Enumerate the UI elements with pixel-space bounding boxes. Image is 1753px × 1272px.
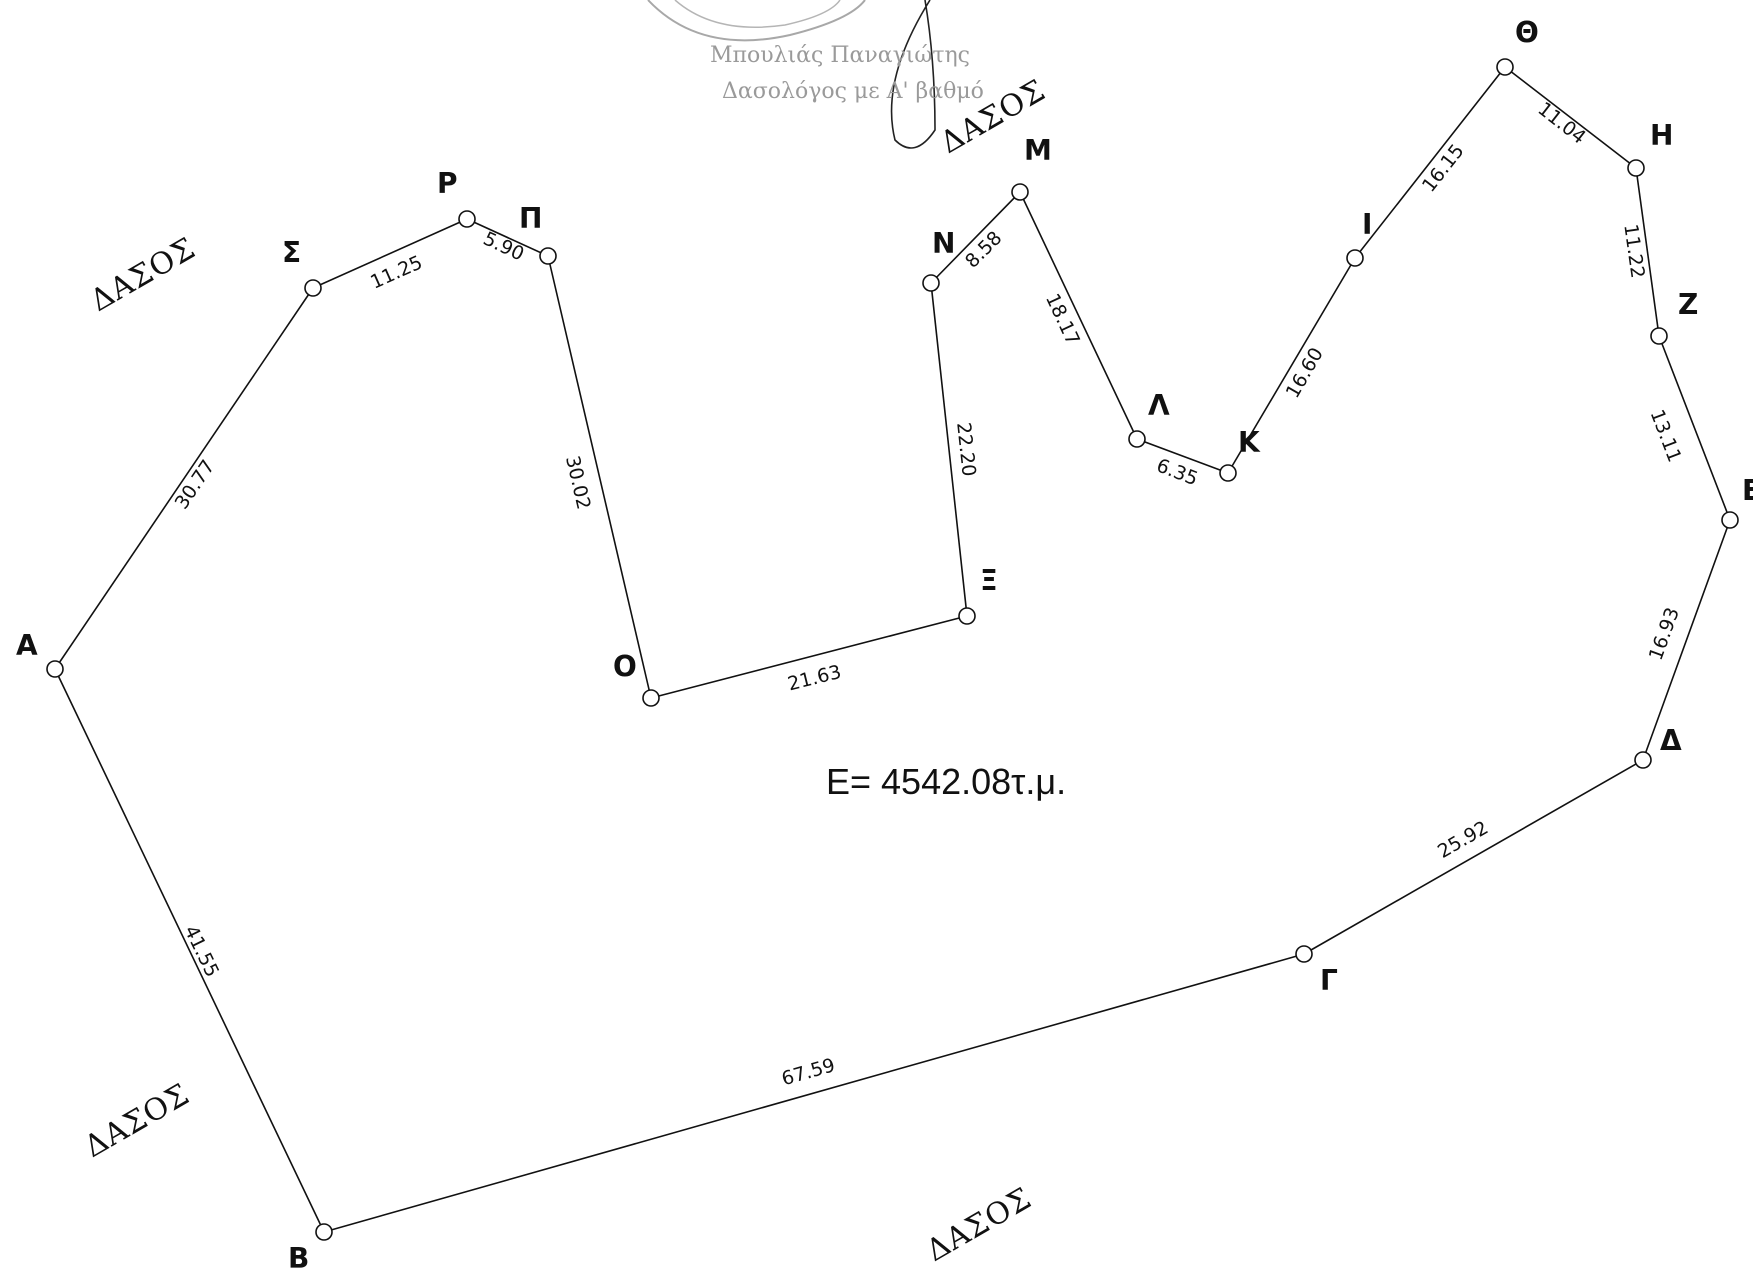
vertex-marker-m — [1011, 183, 1029, 201]
length-g-d: 25.92 — [1434, 817, 1492, 863]
vertex-marker-e — [1721, 511, 1739, 529]
length-b-g: 67.59 — [779, 1054, 837, 1090]
vertex-marker-b — [315, 1223, 333, 1241]
vertex-marker-g — [1295, 945, 1313, 963]
vertex-label-l: Λ — [1148, 389, 1170, 422]
vertex-label-k: Κ — [1238, 426, 1261, 459]
vertex-marker-k — [1219, 464, 1237, 482]
length-m-n: 8.58 — [961, 227, 1006, 272]
vertex-marker-a — [46, 660, 64, 678]
vertex-label-o: Ο — [613, 650, 637, 683]
side-b-g — [323, 953, 1305, 1233]
vertex-marker-s — [304, 279, 322, 297]
vertex-label-h: Η — [1650, 119, 1673, 152]
vertex-label-p: Π — [519, 202, 542, 235]
length-i-k: 16.60 — [1282, 344, 1328, 402]
forest-label-northwest: ΔΑΣΟΣ — [85, 231, 202, 319]
side-a-b — [54, 668, 325, 1233]
side-lengths: 41.55 67.59 25.92 16.93 13.11 11.22 11.0… — [171, 98, 1686, 1090]
vertex-label-s: Σ — [282, 236, 301, 269]
side-k-l — [1136, 438, 1229, 474]
parcel-boundary — [54, 66, 1731, 1233]
vertex-marker-n — [922, 274, 940, 292]
vertex-label-r: Ρ — [437, 167, 458, 200]
length-l-m: 18.17 — [1041, 290, 1084, 349]
length-d-e: 16.93 — [1645, 605, 1684, 664]
forest-label-southwest: ΔΑΣΟΣ — [79, 1077, 196, 1165]
side-h-th — [1504, 66, 1637, 169]
vertex-labels: Α Β Γ Δ Ε Ζ Η Θ Ι Κ Λ Μ Ν Ξ Ο Π Ρ Σ — [16, 16, 1753, 1272]
side-m-n — [930, 191, 1021, 284]
length-r-s: 11.25 — [367, 251, 426, 293]
side-e-z — [1658, 335, 1731, 521]
vertex-label-th: Θ — [1515, 16, 1539, 49]
vertex-marker-p — [539, 247, 557, 265]
stamp-name: Μπουλιάς Παναγιώτης — [710, 43, 970, 68]
vertex-label-d: Δ — [1660, 724, 1682, 757]
vertex-label-z: Ζ — [1678, 288, 1698, 321]
side-g-d — [1303, 759, 1644, 955]
side-r-s — [312, 218, 468, 289]
side-s-a — [54, 287, 314, 670]
side-z-h — [1635, 167, 1660, 337]
vertex-label-e: Ε — [1742, 474, 1753, 507]
side-l-m — [1019, 191, 1138, 440]
vertex-marker-h — [1627, 159, 1645, 177]
side-n-x — [930, 282, 968, 617]
vertex-label-m: Μ — [1024, 134, 1052, 167]
length-n-x: 22.20 — [952, 421, 980, 477]
stamp-seal: Μπουλιάς Παναγιώτης Δασολόγος με Α' βαθμ… — [647, 0, 984, 149]
length-o-p: 30.02 — [561, 454, 595, 512]
side-i-k — [1227, 257, 1356, 474]
length-e-z: 13.11 — [1646, 407, 1686, 466]
side-p-r — [466, 218, 549, 257]
vertex-marker-r — [458, 210, 476, 228]
vertex-marker-z — [1650, 327, 1668, 345]
vertex-markers — [46, 58, 1739, 1241]
area-label: E= 4542.08τ.μ. — [826, 761, 1066, 802]
vertex-marker-l — [1128, 430, 1146, 448]
vertex-label-i: Ι — [1362, 208, 1372, 241]
vertex-label-x: Ξ — [980, 564, 998, 597]
length-x-o: 21.63 — [785, 661, 843, 696]
side-o-p — [547, 255, 652, 699]
length-h-th: 11.04 — [1533, 98, 1589, 149]
vertex-label-n: Ν — [932, 227, 955, 260]
vertex-marker-th — [1496, 58, 1514, 76]
side-th-i — [1354, 66, 1506, 259]
side-d-e — [1642, 519, 1731, 761]
length-a-b: 41.55 — [180, 922, 224, 981]
forest-labels: ΔΑΣΟΣ ΔΑΣΟΣ ΔΑΣΟΣ ΔΑΣΟΣ — [79, 73, 1052, 1269]
vertex-marker-i — [1346, 249, 1364, 267]
side-x-o — [650, 615, 968, 699]
vertex-label-g: Γ — [1320, 964, 1338, 997]
vertex-marker-x — [958, 607, 976, 625]
vertex-marker-o — [642, 689, 660, 707]
length-s-a: 30.77 — [171, 456, 220, 513]
forest-label-south: ΔΑΣΟΣ — [921, 1181, 1038, 1269]
vertex-label-a: Α — [16, 629, 38, 662]
vertex-marker-d — [1634, 751, 1652, 769]
stamp-title: Δασολόγος με Α' βαθμό — [722, 79, 984, 104]
vertex-label-b: Β — [288, 1242, 309, 1272]
